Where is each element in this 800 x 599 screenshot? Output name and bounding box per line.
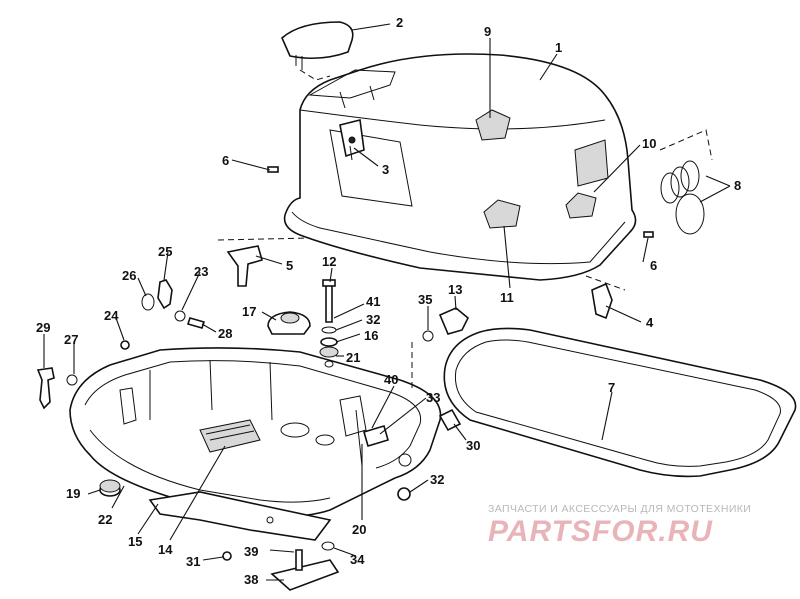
callout-1: 1	[555, 40, 562, 55]
callout-11: 11	[500, 290, 514, 305]
lower-engine-cover	[69, 347, 442, 518]
callout-35: 35	[418, 292, 432, 307]
callout-5: 5	[286, 258, 293, 273]
grommet	[99, 479, 121, 497]
callout-23: 23	[194, 264, 208, 279]
callout-2: 2	[396, 15, 403, 30]
callout-29: 29	[36, 320, 50, 335]
callout-16: 16	[364, 328, 378, 343]
callout-7: 7	[608, 380, 615, 395]
callout-13: 13	[448, 282, 462, 297]
latch-block	[438, 408, 462, 432]
callout-6b: 6	[650, 258, 657, 273]
callout-26: 26	[122, 268, 136, 283]
latch	[339, 119, 365, 161]
upper-engine-cover	[283, 53, 637, 281]
callout-41: 41	[366, 294, 380, 309]
callout-20: 20	[352, 522, 366, 537]
watermark: ЗАПЧАСТИ И АКСЕССУАРЫ ДЛЯ МОТОТЕХНИКИ PA…	[488, 503, 788, 549]
leader-lines	[43, 23, 731, 581]
callout-38: 38	[244, 572, 258, 587]
callout-31: 31	[186, 554, 200, 569]
callout-14: 14	[158, 542, 173, 557]
callout-32a: 32	[366, 312, 380, 327]
watermark-subtitle: ЗАПЧАСТИ И АКСЕССУАРЫ ДЛЯ МОТОТЕХНИКИ	[488, 503, 752, 515]
mounting-plate	[148, 491, 332, 541]
callout-9: 9	[484, 24, 491, 39]
callout-labels: 1 2 3 4 5 6 6 7 8 9 10 11 12 13 14 15 16…	[36, 15, 741, 587]
callout-34: 34	[350, 552, 365, 567]
screw-right	[643, 231, 654, 238]
callout-32b: 32	[430, 472, 444, 487]
callout-17: 17	[242, 304, 256, 319]
bracket-lower	[585, 275, 626, 320]
callout-8: 8	[734, 178, 741, 193]
side-grommet	[397, 487, 411, 501]
bottom-bracket	[222, 541, 340, 591]
bracket-upper	[217, 237, 311, 287]
rear-latch-lever	[36, 340, 130, 410]
callout-22: 22	[98, 512, 112, 527]
watermark-logo: PARTSFOR.RU	[488, 515, 713, 548]
callout-6a: 6	[222, 153, 229, 168]
callout-30: 30	[466, 438, 480, 453]
decal-ring-set	[659, 129, 713, 235]
latch-lever	[141, 279, 206, 329]
callout-15: 15	[128, 534, 142, 549]
callout-24: 24	[104, 308, 119, 323]
callout-28: 28	[218, 326, 232, 341]
callout-3: 3	[382, 162, 389, 177]
bolt-stack	[319, 279, 339, 368]
cover-cap	[281, 21, 354, 81]
shift-grommet	[267, 311, 311, 335]
lower-latch	[355, 409, 389, 467]
callout-19: 19	[66, 486, 80, 501]
side-latch	[411, 307, 469, 390]
callout-33: 33	[426, 390, 440, 405]
callout-4: 4	[646, 315, 654, 330]
cover-seal	[443, 327, 797, 478]
decal-side	[483, 199, 521, 229]
callout-25: 25	[158, 244, 172, 259]
callout-10: 10	[642, 136, 656, 151]
callout-39: 39	[244, 544, 258, 559]
callout-12: 12	[322, 254, 336, 269]
callout-27: 27	[64, 332, 78, 347]
decal-rear	[565, 192, 597, 219]
callout-21: 21	[346, 350, 360, 365]
decal-top	[475, 109, 511, 141]
callout-40: 40	[384, 372, 398, 387]
